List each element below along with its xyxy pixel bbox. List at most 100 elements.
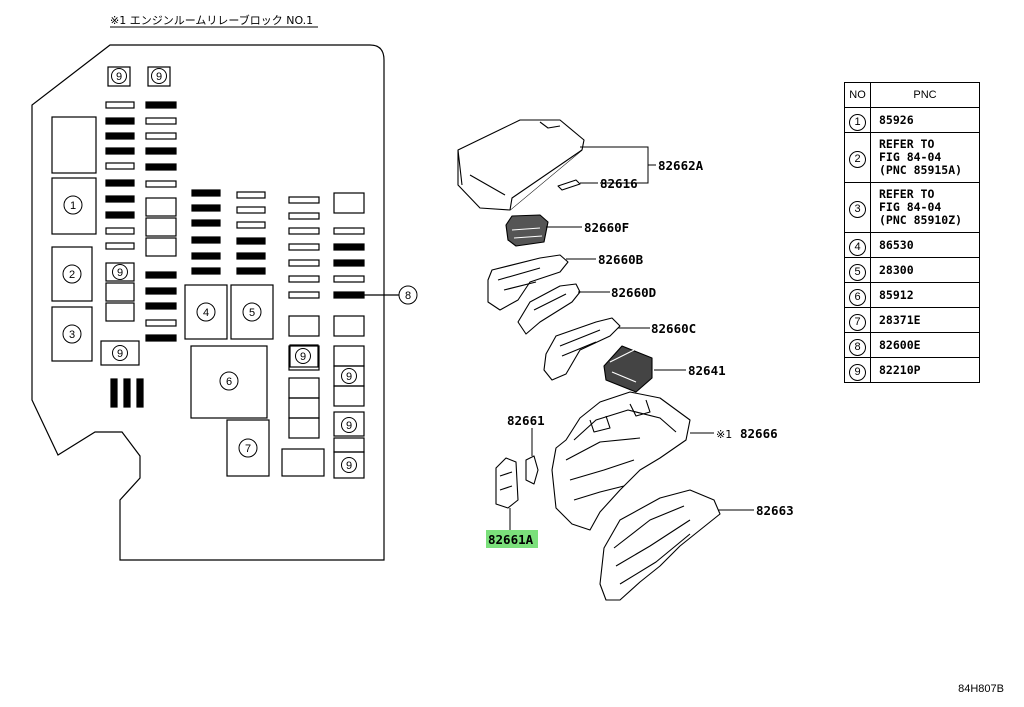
fuse-column-4: [236, 191, 266, 275]
table-row: 8 82600E: [844, 332, 980, 358]
row-number: 9: [849, 363, 866, 381]
row-number: 4: [849, 238, 866, 256]
bar: [123, 378, 131, 408]
label-82666-mark: ※1: [716, 428, 732, 441]
table-row: 3 REFER TO FIG 84-04 (PNC 85910Z): [844, 182, 980, 233]
row-number: 2: [849, 151, 866, 168]
svg-text:9: 9: [300, 351, 306, 363]
row-pnc: REFER TO FIG 84-04 (PNC 85915A): [870, 132, 980, 183]
table-row: 7 28371E: [844, 307, 980, 333]
relay-box-7: [226, 419, 270, 477]
row-number: 8: [849, 338, 866, 356]
svg-text:1: 1: [70, 200, 76, 212]
fuse-column-3: [191, 189, 221, 275]
header-pnc: PNC: [870, 82, 980, 108]
label-82661: 82661: [507, 413, 545, 428]
figure-id: 84H807B: [958, 683, 1004, 695]
fuse-column-1: [105, 101, 135, 322]
row-pnc: REFER TO FIG 84-04 (PNC 85910Z): [870, 182, 980, 233]
callout-3: 3: [62, 324, 82, 344]
fuse-box-9: [147, 66, 171, 87]
row-number: 1: [849, 113, 866, 131]
relay-box-5: [230, 284, 274, 340]
relay-box: [51, 177, 97, 235]
svg-text:9: 9: [346, 420, 352, 432]
svg-text:7: 7: [245, 443, 251, 455]
leader-lines: [509, 146, 754, 532]
svg-text:9: 9: [346, 460, 352, 472]
label-82616: 82616: [600, 176, 638, 191]
part-82660F: [505, 214, 549, 247]
cover-82662A: [457, 119, 585, 211]
label-82660B: 82660B: [598, 252, 644, 267]
row-pnc: 28300: [870, 257, 980, 283]
callout-9: 9: [341, 457, 357, 473]
row-pnc: 82600E: [870, 332, 980, 358]
relay-box: [51, 246, 93, 302]
callout-8: 8: [398, 285, 418, 305]
svg-text:9: 9: [156, 71, 162, 83]
label-82641: 82641: [688, 363, 726, 378]
part-82660D: [517, 283, 581, 335]
header-no: NO: [844, 82, 871, 108]
part-82660B: [487, 254, 569, 311]
table-header-row: NO PNC: [844, 82, 980, 108]
svg-text:9: 9: [346, 371, 352, 383]
label-82661A: 82661A: [488, 532, 534, 547]
table-row: 5 28300: [844, 257, 980, 283]
label-82660D: 82660D: [611, 285, 656, 300]
row-pnc: 28371E: [870, 307, 980, 333]
callout-9: 9: [112, 264, 128, 280]
relay-block-layout: [31, 44, 400, 561]
callout-9: 9: [111, 68, 127, 84]
callout-1: 1: [63, 195, 83, 215]
row-pnc: 85926: [870, 107, 980, 133]
callout-9: 9: [341, 368, 357, 384]
relay-box-6: [190, 345, 268, 419]
label-82660C: 82660C: [651, 321, 696, 336]
part-82661A: [495, 457, 519, 509]
part-82666: [551, 391, 691, 531]
relay-box: [51, 306, 93, 362]
svg-text:5: 5: [249, 307, 255, 319]
row-pnc: 82210P: [870, 357, 980, 383]
table-row: 2 REFER TO FIG 84-04 (PNC 85915A): [844, 132, 980, 183]
callout-7: 7: [238, 438, 258, 458]
svg-text:9: 9: [117, 267, 123, 279]
fuse-column-5: [288, 196, 320, 439]
part-82660C: [543, 317, 621, 381]
row-number: 7: [849, 313, 866, 331]
part-number-labels: 82662A 82616 82660F 82660B 82660D 82660C…: [486, 158, 794, 548]
callout-6: 6: [219, 371, 239, 391]
label-82660F: 82660F: [584, 220, 629, 235]
part-82661: [525, 455, 539, 485]
relay-callouts: 9 9 1 2 3 9 9 4 5 6 7 9 9 9 9 8: [62, 68, 418, 473]
bar: [110, 378, 118, 408]
part-82663: [599, 489, 721, 601]
callout-5: 5: [242, 302, 262, 322]
callout-2: 2: [62, 264, 82, 284]
exploded-parts: [457, 119, 721, 601]
bar: [136, 378, 144, 408]
svg-text:3: 3: [69, 329, 75, 341]
svg-text:8: 8: [405, 290, 411, 302]
svg-text:9: 9: [117, 348, 123, 360]
callout-9: 9: [112, 345, 128, 361]
svg-text:9: 9: [116, 71, 122, 83]
svg-text:6: 6: [226, 376, 232, 388]
table-row: 9 82210P: [844, 357, 980, 383]
table-row: 4 86530: [844, 232, 980, 258]
label-82662A: 82662A: [658, 158, 704, 173]
fuse-column-2: [145, 101, 177, 342]
pnc-table: NO PNC 1 85926 2 REFER TO FIG 84-04 (PNC…: [844, 82, 980, 383]
svg-text:4: 4: [203, 307, 209, 319]
fuse-box-9: [107, 66, 131, 87]
row-number: 6: [849, 288, 866, 306]
callout-9: 9: [341, 417, 357, 433]
part-82641: [603, 345, 653, 393]
relay-box: [281, 448, 325, 477]
row-number: 3: [849, 201, 866, 218]
fuse-box-9: [100, 340, 140, 366]
callout-9: 9: [295, 348, 311, 364]
part-82616: [557, 179, 581, 191]
